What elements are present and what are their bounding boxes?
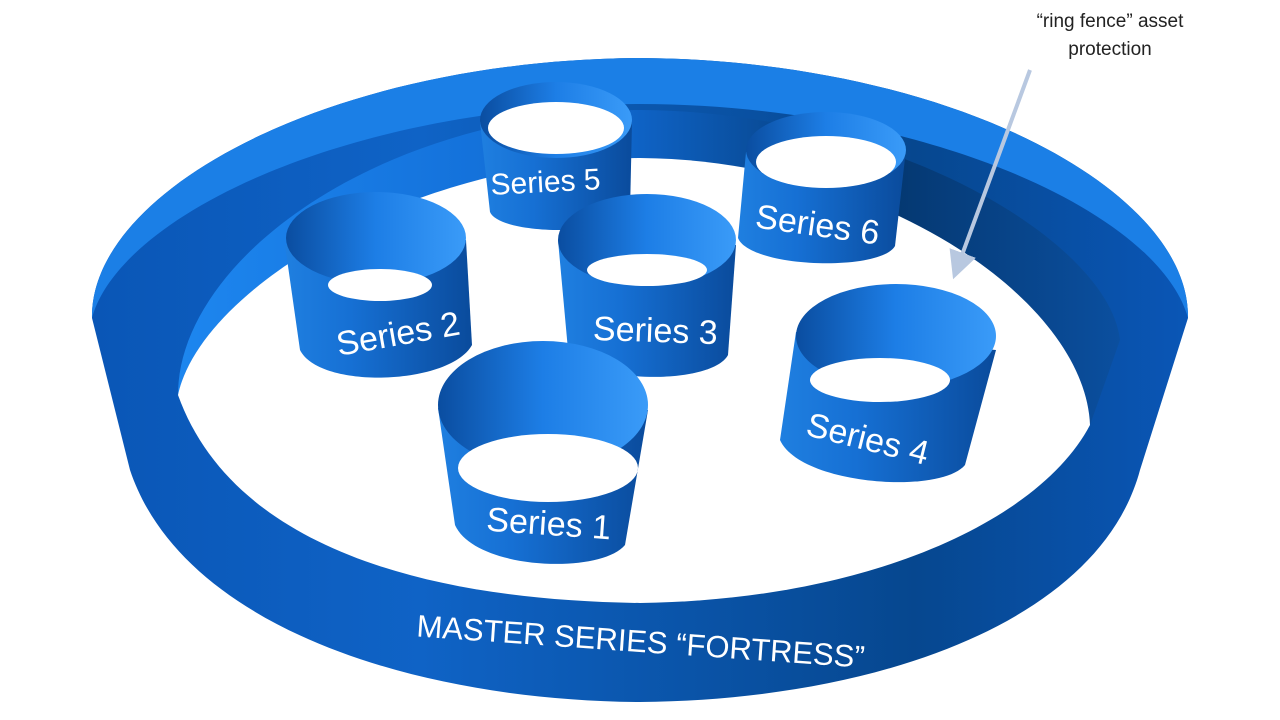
- series-6-cylinder: [738, 112, 906, 264]
- fortress-rim: [91, 58, 1189, 318]
- series-5-cylinder: [480, 82, 632, 230]
- series-1-cylinder: [438, 341, 648, 564]
- annotation-arrow: [949, 69, 1032, 280]
- series-1-label: Series 1: [485, 501, 612, 548]
- series-5-label: Series 5: [490, 163, 602, 202]
- ring-fence-annotation: “ring fence” asset protection: [1010, 8, 1210, 64]
- series-3-label: Series 3: [592, 310, 718, 352]
- annotation-line-1: “ring fence” asset: [1036, 11, 1184, 32]
- series-2-cylinder: [285, 192, 472, 378]
- fortress-ring: [91, 58, 1189, 702]
- series-4-cylinder: [780, 284, 996, 483]
- annotation-line-2: protection: [1068, 39, 1152, 60]
- series-3-cylinder: [558, 194, 736, 377]
